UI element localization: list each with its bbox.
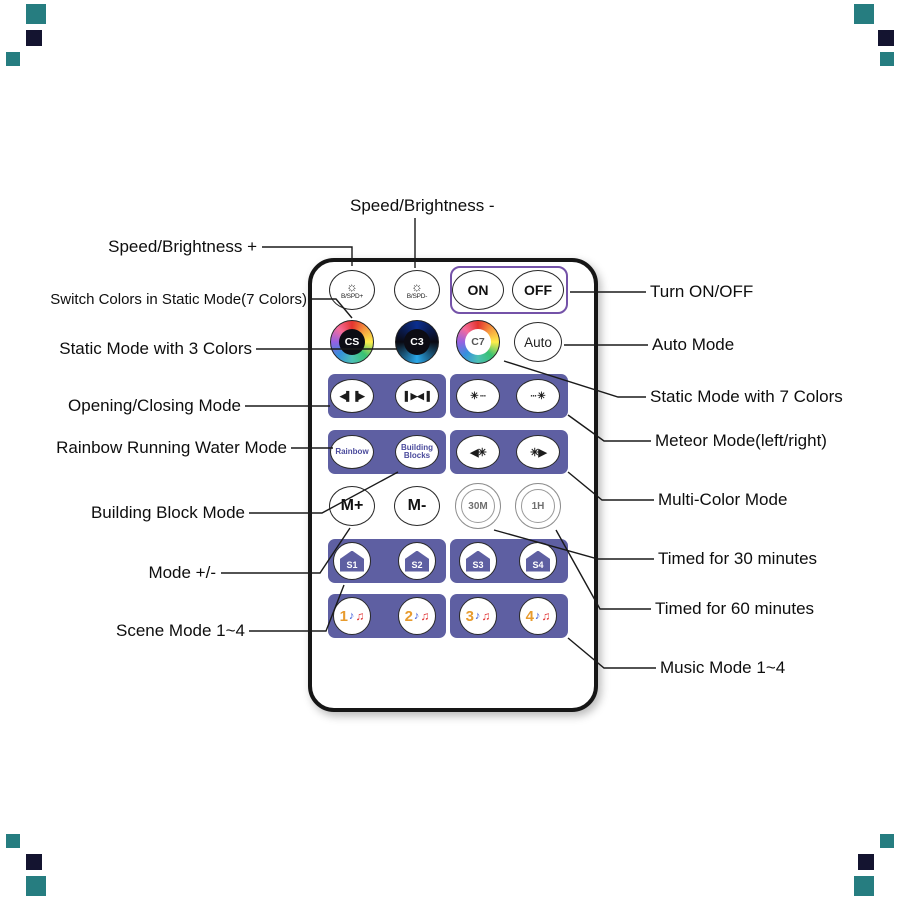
label-switch-colors-static-mode: Switch Colors in Static Mode(7 Colors): [50, 291, 307, 308]
off-label: OFF: [524, 282, 552, 298]
auto-label: Auto: [524, 334, 552, 350]
label-rainbow-running-water-mode: Rainbow Running Water Mode: [56, 438, 287, 457]
multi-color-right-icon: ✳▶: [530, 446, 547, 459]
music-4-button: 4 ♪ ♫: [519, 597, 557, 635]
mode-plus-button: M+: [329, 486, 375, 526]
music-note-icon: ♪: [413, 610, 420, 622]
corner-square: [26, 854, 42, 870]
music-note-icon: ♫: [355, 609, 365, 623]
music-note-icon: ♫: [420, 609, 430, 623]
house-icon: S2: [405, 550, 429, 572]
music-2-button: 2 ♪ ♫: [398, 597, 436, 635]
music-note-icon: ♫: [541, 609, 551, 623]
sun-icon: ☼: [346, 278, 358, 294]
label-music-mode: Music Mode 1~4: [660, 658, 786, 677]
house-icon: S4: [526, 550, 550, 572]
building-blocks-button: Building Blocks: [395, 435, 439, 469]
corner-square: [26, 4, 46, 24]
multi-color-left-button: ◀✳: [456, 435, 500, 469]
c3-label: C3: [404, 329, 430, 355]
scene-4-button: S4: [519, 542, 557, 580]
meteor-left-icon: ✳···: [470, 390, 486, 402]
corner-square: [854, 4, 874, 24]
corner-square: [6, 834, 20, 848]
mode-plus-label: M+: [340, 497, 364, 514]
c7-label: C7: [465, 329, 491, 355]
label-building-block-mode: Building Block Mode: [90, 503, 245, 522]
remote-control-body: ☼ B/SPD+ ☼ B/SPD- ON OFF CS C3 C7 Auto: [308, 258, 598, 712]
multi-color-right-button: ✳▶: [516, 435, 560, 469]
label-auto-mode: Auto Mode: [652, 335, 735, 354]
open-arrows-icon: ◀▌▐▶: [339, 390, 365, 401]
brightness-speed-minus-button: ☼ B/SPD-: [394, 270, 440, 310]
static-3-colors-c3-button: C3: [395, 320, 439, 364]
corner-square: [858, 854, 874, 870]
label-turn-on-off: Turn ON/OFF: [650, 282, 754, 301]
timer-30-minutes-button: 30M: [455, 483, 501, 529]
switch-colors-cs-button: CS: [330, 320, 374, 364]
bspd-minus-label: B/SPD-: [406, 292, 428, 300]
music-3-button: 3 ♪ ♫: [459, 597, 497, 635]
off-button: OFF: [512, 270, 564, 310]
music-note-icon: ♪: [474, 610, 481, 622]
mode-minus-label: M-: [407, 497, 427, 514]
meteor-right-button: ···✳: [516, 379, 560, 413]
scene-3-button: S3: [459, 542, 497, 580]
label-scene-mode: Scene Mode 1~4: [115, 621, 245, 640]
music-note-icon: ♪: [534, 610, 541, 622]
close-arrows-icon: ▌▶◀▐: [404, 390, 430, 401]
label-timed-30-minutes: Timed for 30 minutes: [658, 549, 818, 568]
timer-60-minutes-button: 1H: [515, 483, 561, 529]
meteor-right-icon: ···✳: [530, 390, 546, 402]
timer-30-label: 30M: [461, 489, 495, 523]
label-opening-closing-mode: Opening/Closing Mode: [68, 396, 241, 415]
corner-square: [880, 52, 894, 66]
music-note-icon: ♪: [348, 610, 355, 622]
scene-2-button: S2: [398, 542, 436, 580]
building-blocks-label: Building Blocks: [401, 442, 433, 460]
corner-square: [26, 30, 42, 46]
on-label: ON: [467, 282, 489, 298]
house-icon: S3: [466, 550, 490, 572]
corner-square: [878, 30, 894, 46]
corner-square: [880, 834, 894, 848]
label-static-mode-3-colors: Static Mode with 3 Colors: [59, 339, 252, 358]
label-speed-brightness-plus: Speed/Brightness +: [108, 237, 257, 256]
scene-1-button: S1: [333, 542, 371, 580]
label-speed-brightness-minus: Speed/Brightness -: [350, 196, 495, 215]
label-meteor-mode: Meteor Mode(left/right): [655, 431, 827, 450]
static-7-colors-c7-button: C7: [456, 320, 500, 364]
mode-minus-button: M-: [394, 486, 440, 526]
music-note-icon: ♫: [481, 609, 491, 623]
rainbow-mode-button: Rainbow: [330, 435, 374, 469]
rainbow-label: Rainbow: [335, 446, 369, 456]
corner-square: [6, 52, 20, 66]
cs-label: CS: [339, 329, 365, 355]
multi-color-left-icon: ◀✳: [470, 446, 487, 459]
on-button: ON: [452, 270, 504, 310]
closing-mode-button: ▌▶◀▐: [395, 379, 439, 413]
corner-square: [26, 876, 46, 896]
timer-60-label: 1H: [521, 489, 555, 523]
brightness-speed-plus-button: ☼ B/SPD+: [329, 270, 375, 310]
sun-icon: ☼: [411, 278, 423, 294]
label-mode-plus-minus: Mode +/-: [148, 563, 216, 582]
opening-mode-button: ◀▌▐▶: [330, 379, 374, 413]
meteor-left-button: ✳···: [456, 379, 500, 413]
label-static-mode-7-colors: Static Mode with 7 Colors: [650, 387, 843, 406]
label-timed-60-minutes: Timed for 60 minutes: [655, 599, 815, 618]
house-icon: S1: [340, 550, 364, 572]
label-multi-color-mode: Multi-Color Mode: [658, 490, 788, 509]
corner-square: [854, 876, 874, 896]
music-1-button: 1 ♪ ♫: [333, 597, 371, 635]
bspd-plus-label: B/SPD+: [340, 292, 364, 300]
auto-mode-button: Auto: [514, 322, 562, 362]
